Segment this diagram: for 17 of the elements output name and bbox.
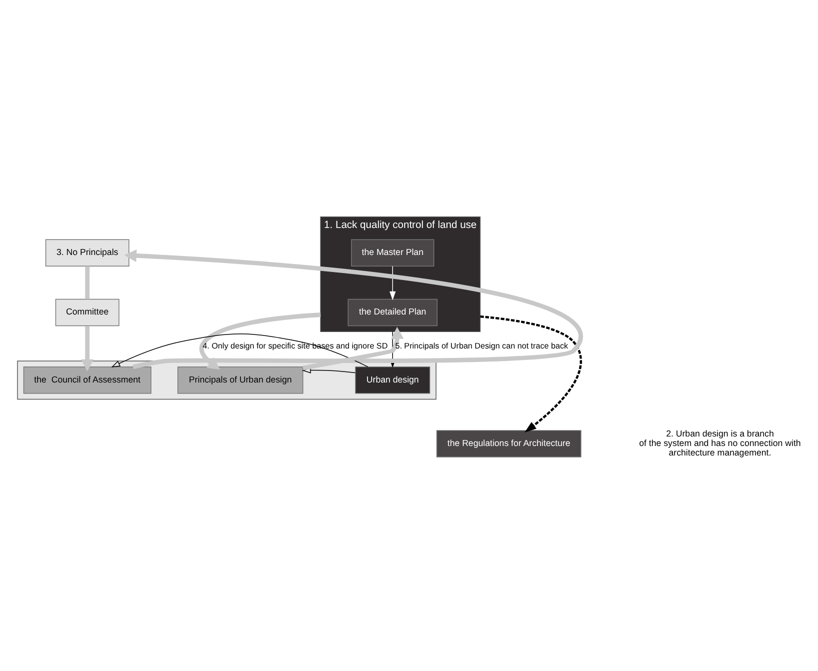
label: 2. Urban design is a branch of the system and has no connection with architecture management.: [639, 428, 801, 458]
connector: [85, 266, 90, 299]
node-box: the Council of Assessment: [23, 366, 152, 394]
node-box: 3. No Principals: [45, 238, 130, 266]
node-box: the Detailed Plan: [348, 298, 438, 326]
arrow: [302, 326, 404, 370]
edge-label: 5. Principals of Urban Design can not trace back: [395, 340, 568, 350]
node-box: Principals of Urban design: [177, 366, 304, 394]
node-box: Committee: [55, 298, 120, 326]
arrow: [480, 314, 582, 432]
arrow: [81, 325, 94, 371]
node-box: the Regulations for Architecture: [436, 430, 582, 457]
arrow: [111, 333, 368, 367]
edge-label: 4. Only design for specific site bases and ignore SD: [202, 340, 388, 350]
arrow: [199, 312, 321, 370]
node-box: Urban design: [355, 366, 430, 394]
node-box: the Master Plan: [351, 238, 434, 266]
